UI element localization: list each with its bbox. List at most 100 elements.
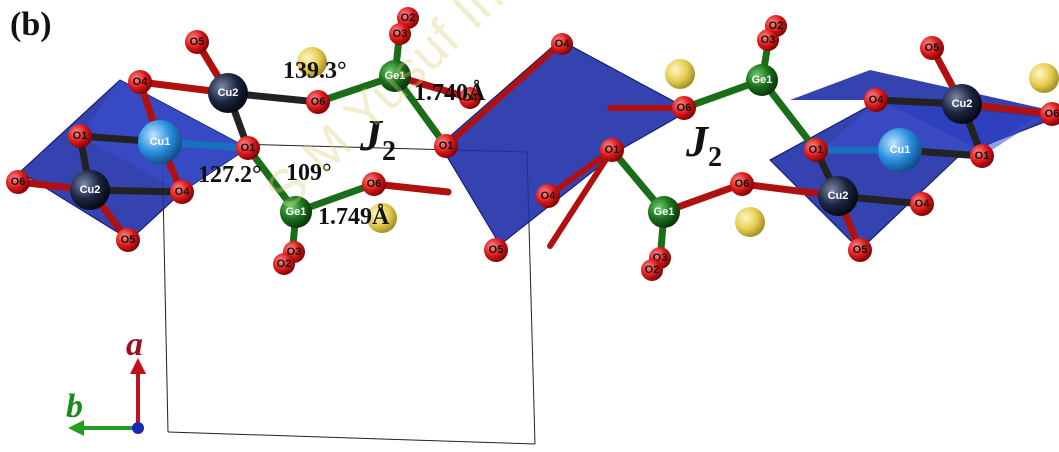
angle-mid-label: 109° (286, 160, 332, 186)
oxygen-atom (1040, 102, 1059, 126)
atom-label-ge1: Ge1 (286, 206, 307, 218)
oxygen-atom (536, 184, 560, 208)
atom-label-o6: O6 (11, 176, 26, 188)
oxygen-atom (116, 228, 140, 252)
oxygen-atom (389, 23, 411, 45)
copper-cu2-atom (208, 73, 248, 113)
atom-label-o4: O4 (463, 92, 479, 104)
exchange-subscript: 2 (382, 135, 396, 167)
oxygen-atom (484, 238, 508, 262)
atom-label-o1: O1 (605, 144, 620, 156)
oxygen-atom (459, 87, 481, 109)
oxygen-atom (600, 138, 624, 162)
oxygen-atom (434, 134, 458, 158)
oxygen-atom (551, 33, 573, 55)
exchange-subscript: 2 (708, 141, 722, 173)
atom-label-o5: O5 (121, 234, 136, 246)
atom-label-o1: O1 (975, 150, 990, 162)
atom-label-o2: O2 (401, 12, 416, 24)
axis-b-arrowhead (68, 420, 84, 436)
cation-atom (735, 207, 765, 237)
polyhedron-right-face (820, 100, 1050, 158)
oxygen-atom (641, 259, 663, 281)
atom-label-cu2: Cu2 (828, 190, 849, 202)
atom-label-o4: O4 (175, 186, 191, 198)
atom-label-o6: O6 (735, 178, 750, 190)
cation-atom (1029, 63, 1059, 93)
atom-label-o6: O6 (311, 96, 326, 108)
oxygen-atom (236, 136, 260, 160)
oxygen-atom (910, 192, 934, 216)
cation-atom (665, 59, 695, 89)
oxygen-atom (128, 70, 152, 94)
oxygen-atom (804, 138, 828, 162)
atom-label-cu2: Cu2 (218, 87, 239, 99)
atom-label-ge1: Ge1 (385, 70, 406, 82)
oxygen-atom (362, 172, 386, 196)
atom-label-o1: O1 (241, 142, 256, 154)
atom-label-ge1: Ge1 (752, 74, 773, 86)
germanium-atom (379, 60, 411, 92)
axis-triad (68, 358, 146, 436)
atom-label-cu1: Cu1 (150, 136, 171, 148)
atom-label-cu2: Cu2 (80, 184, 101, 196)
oxygen-atom (848, 238, 872, 262)
bond-top-label: 1.740Å (414, 80, 486, 106)
atom-label-o5: O5 (853, 244, 868, 256)
axis-a-arrowhead (130, 358, 146, 374)
oxygen-atom (672, 96, 696, 120)
atom-label-o4: O4 (869, 94, 885, 106)
exchange-letter: J (686, 117, 708, 166)
atom-label-o2: O2 (645, 264, 660, 276)
cation-atom (297, 47, 327, 77)
axis-a-label: a (126, 326, 143, 363)
atom-label-o2: O2 (277, 258, 292, 270)
oxygen-atom (306, 90, 330, 114)
oxygen-atom (920, 36, 944, 60)
atom-label-o4: O4 (133, 76, 149, 88)
oxygen-atom (185, 30, 209, 54)
oxygen-atom (864, 88, 888, 112)
copper-cu2-atom (818, 176, 858, 216)
atom-label-o6: O6 (677, 102, 692, 114)
angle-left-label: 127.2° (198, 162, 262, 188)
atom-label-o4: O4 (555, 38, 571, 50)
atom-label-o1: O1 (809, 144, 824, 156)
oxygen-atom (6, 170, 30, 194)
exchange-letter: J (360, 111, 382, 160)
atom-label-o3: O3 (393, 28, 408, 40)
exchange-label-left: J2 (360, 110, 396, 168)
atom-label-o1: O1 (73, 130, 88, 142)
copper-cu1-atom (138, 120, 182, 164)
oxygen-atom (970, 144, 994, 168)
germanium-atom (648, 196, 680, 228)
copper-cu1-atom (878, 128, 922, 172)
atom-label-o3: O3 (761, 34, 776, 46)
axis-c-dot (132, 422, 144, 434)
germanium-atom (746, 64, 778, 96)
oxygen-atom (170, 180, 194, 204)
axis-b-label: b (66, 388, 83, 425)
cation-atom (367, 203, 397, 233)
atom-label-o6: O6 (1045, 108, 1059, 120)
atom-label-ge1: Ge1 (654, 206, 675, 218)
oxygen-atom (730, 172, 754, 196)
atom-label-o5: O5 (190, 36, 205, 48)
germanium-atom (280, 196, 312, 228)
atom-label-o4: O4 (541, 190, 557, 202)
copper-cu2-atom (70, 170, 110, 210)
atom-label-o1: O1 (439, 140, 454, 152)
oxygen-atom (68, 124, 92, 148)
atom-label-o6: O6 (367, 178, 382, 190)
oxygen-atom (273, 253, 295, 275)
atom-label-cu2: Cu2 (952, 98, 973, 110)
exchange-label-right: J2 (686, 116, 722, 174)
copper-cu2-atom (942, 84, 982, 124)
atom-label-cu1: Cu1 (890, 144, 911, 156)
atom-label-o2: O2 (769, 20, 784, 32)
atom-label-o3: O3 (287, 246, 302, 258)
atom-label-o5: O5 (925, 42, 940, 54)
